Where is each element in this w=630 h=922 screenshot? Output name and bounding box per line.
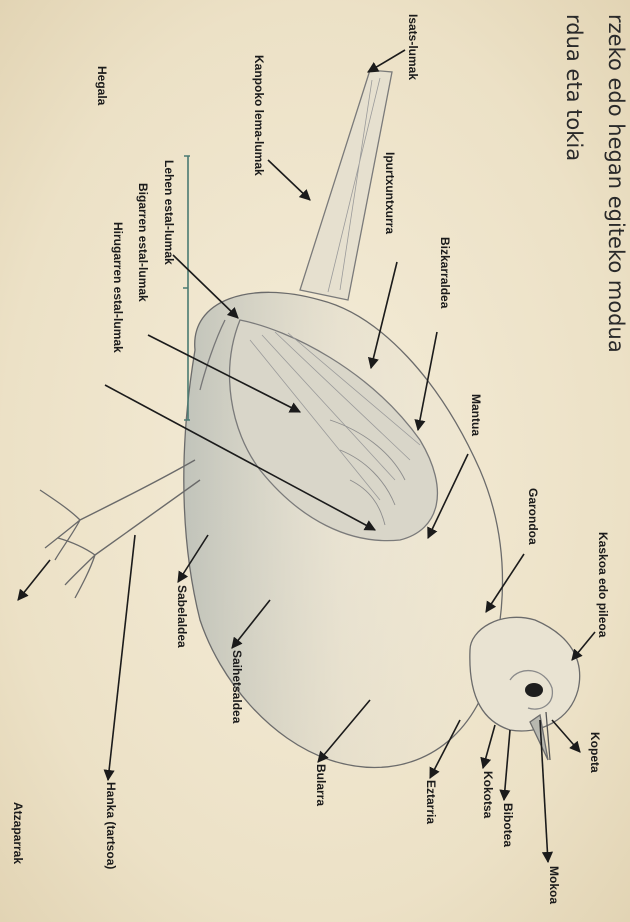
label-bibotea: Bibotea	[502, 803, 514, 847]
label-eztarria: Eztarria	[425, 780, 437, 824]
arrow-kokotsa	[483, 725, 495, 768]
label-lehen-estal-lumak: Lehen estal-lumak	[163, 160, 175, 265]
label-hirugarren-estal-lumak: Hirugarren estal-lumak	[112, 222, 124, 353]
arrow-isats	[368, 50, 405, 72]
label-sabelaldea: Sabelaldea	[176, 585, 188, 648]
label-bigarren-estal-lumak: Bigarren estal-lumak	[137, 183, 149, 302]
label-kaskoa-edo-pileoa: Kaskoa edo pileoa	[597, 532, 609, 637]
label-isats-lumak: Isats-lumak	[407, 14, 419, 80]
arrow-hanka	[108, 535, 135, 780]
arrow-kaskoa	[572, 632, 595, 660]
hegala-bracket	[183, 156, 190, 420]
label-hanka-tartsoa: Hanka (tartsoa)	[105, 782, 117, 869]
label-kanpoko-lema-lumak: Kanpoko lema-lumak	[253, 55, 265, 176]
label-saihetsaldea: Saihetsaldea	[231, 650, 243, 723]
arrow-lehen	[173, 255, 238, 318]
arrow-kanpoko	[268, 160, 310, 200]
label-bizkarraldea: Bizkarraldea	[439, 237, 451, 308]
label-bularra: Bularra	[315, 764, 327, 806]
label-kopeta: Kopeta	[589, 732, 601, 773]
label-garondoa: Garondoa	[527, 488, 539, 545]
label-ipurtxuntxurra: Ipurtxuntxurra	[384, 152, 396, 234]
label-kokotsa: Kokotsa	[482, 771, 494, 818]
label-mantua: Mantua	[470, 394, 482, 436]
label-mokoa: Mokoa	[548, 866, 560, 904]
arrow-atzaparrak	[18, 560, 50, 600]
caption-line-1: rzeko edo hegan egiteko modua	[605, 14, 626, 353]
label-atzaparrak: Atzaparrak	[12, 802, 24, 864]
label-hegala: Hegala	[96, 66, 108, 105]
arrow-kopeta	[552, 720, 580, 752]
arrow-bibotea	[504, 730, 510, 800]
caption-line-2: rdua eta tokia	[563, 14, 584, 161]
